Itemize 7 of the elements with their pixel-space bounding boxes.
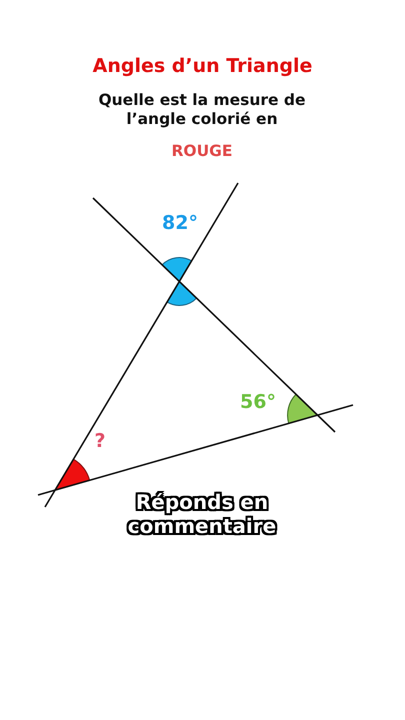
title: Angles d’un Triangle <box>92 55 314 79</box>
question-text: Quelle est la mesure de l’angle colorié en <box>97 91 307 130</box>
caption-text: Réponds en commentaire <box>126 490 278 538</box>
angle-value: 82° <box>161 212 199 236</box>
highlight-word: ROUGE <box>170 142 234 162</box>
unknown-angle-mark: ? <box>93 430 107 454</box>
angle-value: 56° <box>239 391 277 415</box>
